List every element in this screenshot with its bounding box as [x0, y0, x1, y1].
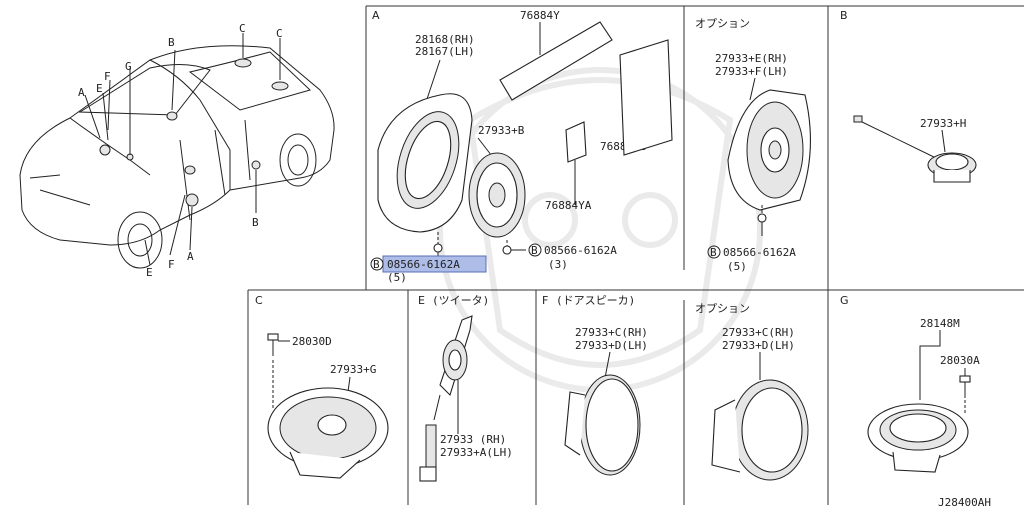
part-27933-rh: 27933 (RH): [440, 433, 506, 446]
option-title-a: オプション: [695, 17, 750, 30]
b-mark-2: B: [531, 244, 538, 257]
callout-f-top: F: [104, 70, 111, 83]
section-f-title: (ドアスピーカ): [556, 294, 635, 307]
part-27933-e-rh: 27933+E(RH): [715, 52, 788, 65]
callout-e-top: E: [96, 82, 103, 95]
section-g: G 28148M 28030A: [840, 294, 980, 473]
section-f-option: オプション 27933+C(RH) 27933+D(LH): [695, 302, 809, 481]
diagram-code: J28400AH: [938, 496, 991, 509]
callout-c2: C: [276, 27, 283, 40]
qty-3: (3): [548, 258, 568, 271]
bolt-icon: [267, 333, 279, 356]
part-27933-b: 27933+B: [478, 124, 525, 137]
b-mark-3: B: [710, 246, 717, 259]
callout-a: A: [78, 86, 85, 99]
part-27933-g: 27933+G: [330, 363, 376, 376]
callout-a-low: A: [187, 250, 194, 263]
part-27933-c-rh: 27933+C(RH): [575, 326, 648, 339]
part-76884ya: 76884YA: [545, 199, 592, 212]
section-c-letter: C: [255, 294, 263, 307]
section-e-letter: E: [418, 294, 425, 307]
part-08566-6162a-highlighted[interactable]: 08566-6162A: [387, 258, 460, 271]
callout-g: G: [125, 60, 132, 73]
callout-c1: C: [239, 22, 246, 35]
pad-76884ya: [565, 121, 587, 163]
section-f: F (ドアスピーカ) 27933+C(RH) 27933+D(LH): [542, 294, 648, 476]
part-28030d: 28030D: [292, 335, 332, 348]
pad-76884yb: [619, 39, 673, 156]
section-a: A 28168(RH) 28167(LH) 76884Y 27933+B 768…: [370, 9, 673, 284]
screw-icon: [757, 213, 767, 236]
section-b-letter: B: [840, 9, 848, 22]
part-08566-6162a: 08566-6162A: [544, 244, 617, 257]
part-76884y: 76884Y: [520, 9, 560, 22]
section-frames: [247, 5, 1024, 505]
option-title-f: オプション: [695, 302, 750, 315]
panel-76884y: [499, 21, 613, 101]
section-a-option: オプション 27933+E(RH) 27933+F(LH) B 08566-61…: [695, 17, 811, 273]
callout-b-low: B: [252, 216, 259, 229]
part-27933-c-rh-opt: 27933+C(RH): [722, 326, 795, 339]
screw-icon: [502, 245, 526, 255]
section-c: C 28030D 27933+G: [255, 294, 389, 479]
qty-5-opt: (5): [727, 260, 747, 273]
part-28030a: 28030A: [940, 354, 980, 367]
part-27933-a-lh: 27933+A(LH): [440, 446, 513, 459]
car-overview: [19, 33, 335, 269]
section-f-letter: F: [542, 294, 548, 307]
car-callouts: A E F G B C C B A F E: [78, 22, 283, 279]
b-mark-1: B: [373, 258, 380, 271]
part-27933-h: 27933+H: [920, 117, 966, 130]
part-28168-rh: 28168(RH): [415, 33, 475, 46]
part-27933-f-lh: 27933+F(LH): [715, 65, 788, 78]
callout-b-top: B: [168, 36, 175, 49]
qty-5: (5): [387, 271, 407, 284]
section-b: B 27933+H: [840, 9, 977, 183]
part-27933-d-lh-opt: 27933+D(LH): [722, 339, 795, 352]
part-28148m: 28148M: [920, 317, 960, 330]
part-28167-lh: 28167(LH): [415, 45, 475, 58]
speaker-27933-b: [468, 152, 526, 238]
callout-f-low: F: [168, 258, 175, 271]
speaker-bracket: [377, 93, 473, 233]
section-e: E (ツイータ) 27933 (RH) 27933+A(LH): [418, 294, 513, 482]
bolt-icon: [959, 375, 971, 398]
section-e-title: (ツイータ): [432, 294, 489, 307]
part-27933-d-lh: 27933+D(LH): [575, 339, 648, 352]
section-a-letter: A: [372, 9, 380, 22]
section-g-letter: G: [840, 294, 849, 307]
part-08566-6162a-opt: 08566-6162A: [723, 246, 796, 259]
callout-e-low: E: [146, 266, 153, 279]
